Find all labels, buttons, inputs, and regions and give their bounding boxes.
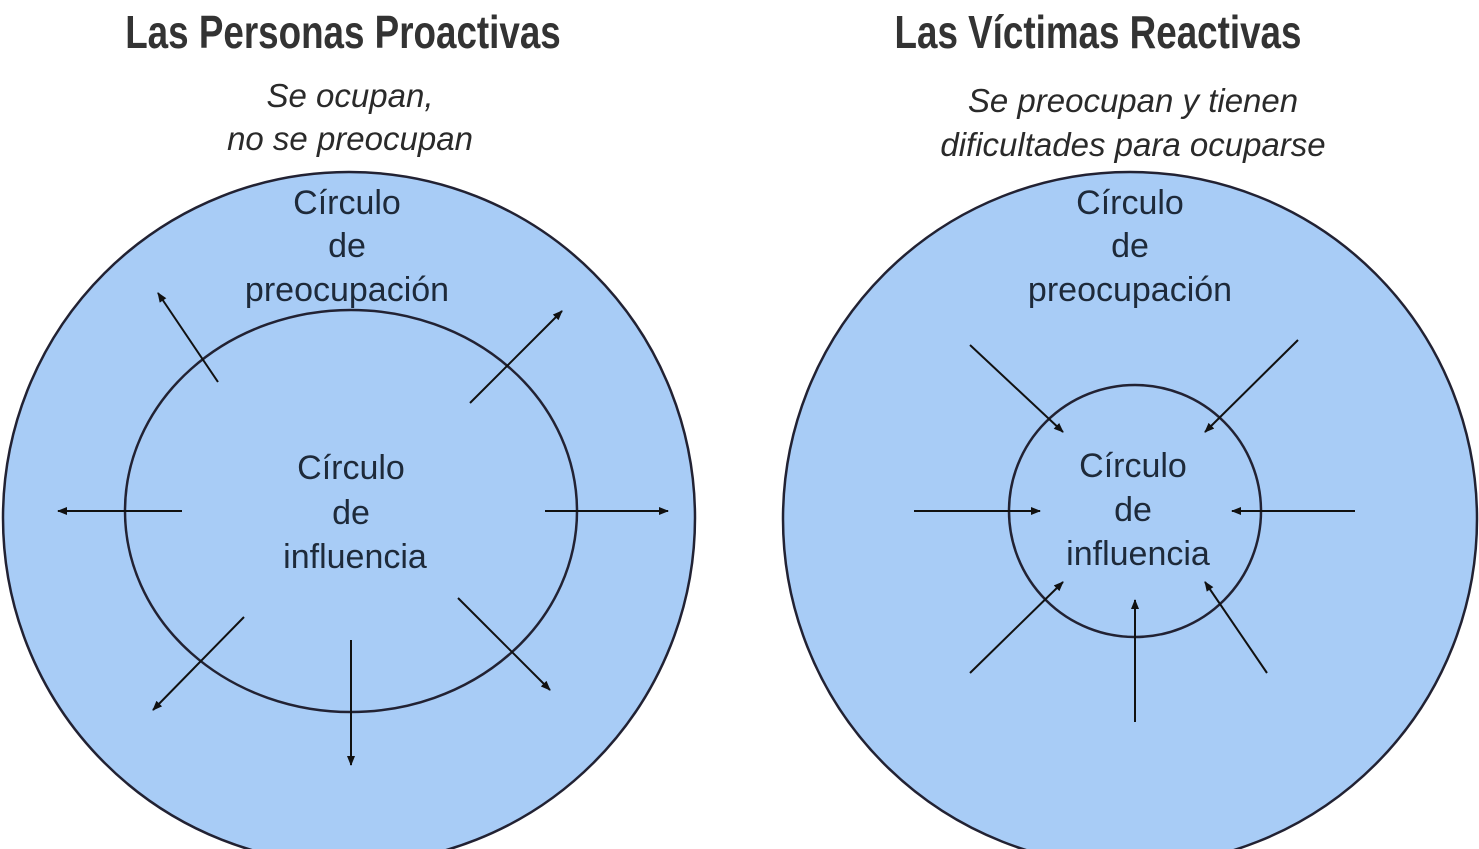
left-circle-of-concern — [1, 170, 697, 849]
inward-arrow — [1204, 581, 1268, 674]
outward-arrow — [469, 310, 563, 404]
right-inner-label-2: de — [1114, 491, 1152, 529]
right-inner-label-1: Círculo — [1079, 447, 1187, 485]
left-outer-label-1: Círculo — [293, 184, 401, 222]
left-subtitle-line1: Se ocupan, — [267, 77, 434, 114]
left-subtitle-line2: no se preocupan — [227, 120, 473, 157]
right-outer-label-2: de — [1111, 227, 1149, 265]
outward-arrow — [152, 616, 245, 711]
left-inner-label-3: influencia — [283, 538, 427, 576]
inward-arrow — [969, 344, 1064, 433]
right-subtitle-line1: Se preocupan y tienen — [968, 82, 1298, 119]
outward-arrow — [457, 597, 551, 691]
right-outer-label-1: Círculo — [1076, 184, 1184, 222]
outward-arrow — [157, 292, 219, 383]
right-inner-label-3: influencia — [1066, 535, 1210, 573]
right-circle-of-concern — [781, 170, 1479, 849]
left-title: Las Personas Proactivas — [125, 6, 561, 58]
left-inner-label-1: Círculo — [297, 449, 405, 487]
right-outer-label-3: preocupación — [1028, 271, 1232, 309]
left-outer-label-3: preocupación — [245, 271, 449, 309]
right-subtitle-line2: dificultades para ocuparse — [940, 126, 1325, 163]
proactive-diagram: Las Personas Proactivas Se ocupan, no se… — [1, 6, 697, 849]
inward-arrow — [1204, 339, 1299, 433]
right-title: Las Víctimas Reactivas — [895, 6, 1302, 58]
reactive-diagram: Las Víctimas Reactivas Se preocupan y ti… — [781, 6, 1479, 849]
left-outer-label-2: de — [328, 227, 366, 265]
left-inner-label-2: de — [332, 494, 370, 532]
inward-arrow — [969, 581, 1064, 674]
